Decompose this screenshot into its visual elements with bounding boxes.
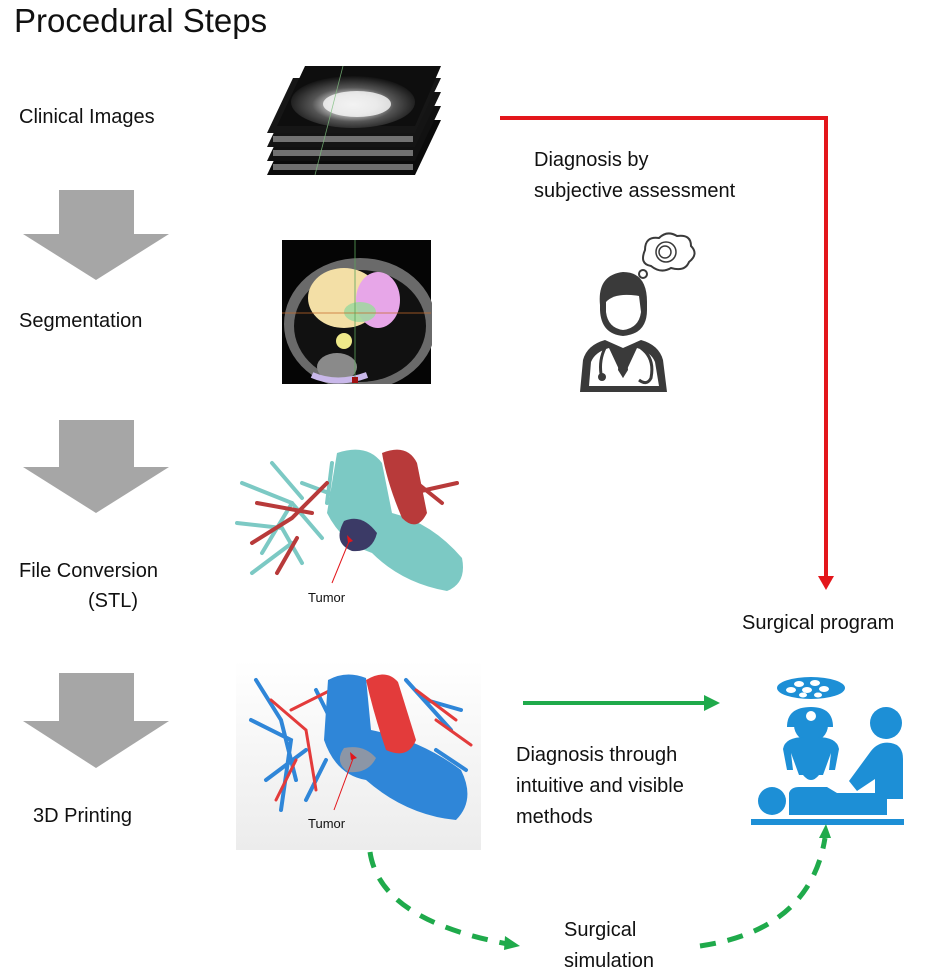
step-label-3d-printing: 3D Printing	[33, 805, 132, 827]
simulation-path-left-arrowhead	[504, 936, 520, 950]
page-title: Procedural Steps	[14, 2, 268, 39]
stl-heart-model-image	[235, 449, 463, 591]
surgical-simulation-line-2: simulation	[564, 950, 655, 972]
step-sublabel-stl: (STL)	[88, 590, 138, 612]
subjective-path-arrowhead	[818, 576, 834, 590]
step-label-segmentation: Segmentation	[19, 310, 143, 332]
surgical-program-label: Surgical program	[742, 612, 895, 634]
doctor-thinking-icon	[580, 232, 696, 392]
subjective-diagnosis-line-2: subjective assessment	[534, 180, 736, 202]
step-label-clinical-images: Clinical Images	[19, 106, 155, 128]
simulation-path-right-arrowhead	[819, 824, 831, 838]
ct-slices-image	[267, 65, 441, 176]
simulation-path-left	[367, 851, 509, 947]
surgical-simulation-label: Surgical simulation	[564, 915, 654, 977]
simulation-path-right	[699, 837, 828, 949]
down-arrow-icon	[23, 420, 169, 513]
down-arrow-icon	[23, 673, 169, 768]
intuitive-diagnosis-line-1: Diagnosis through	[516, 744, 678, 766]
operating-room-icon	[751, 677, 904, 825]
segmentation-image	[282, 240, 432, 384]
intuitive-path-arrowhead	[704, 695, 720, 711]
subjective-path-arrow	[500, 116, 828, 580]
step-label-file-conversion: File Conversion	[19, 560, 158, 582]
tumor-label-stl: Tumor	[308, 590, 346, 605]
intuitive-diagnosis-line-3: methods	[516, 806, 593, 828]
surgical-simulation-line-1: Surgical	[564, 919, 637, 941]
tumor-label-print: Tumor	[308, 816, 346, 831]
3d-printed-heart-model-image	[236, 660, 481, 850]
down-arrow-icon	[23, 190, 169, 280]
intuitive-diagnosis-label: Diagnosis through intuitive and visible …	[516, 740, 684, 833]
intuitive-diagnosis-line-2: intuitive and visible	[516, 775, 684, 797]
subjective-diagnosis-line-1: Diagnosis by	[534, 149, 649, 171]
subjective-diagnosis-label: Diagnosis by subjective assessment	[534, 145, 735, 207]
